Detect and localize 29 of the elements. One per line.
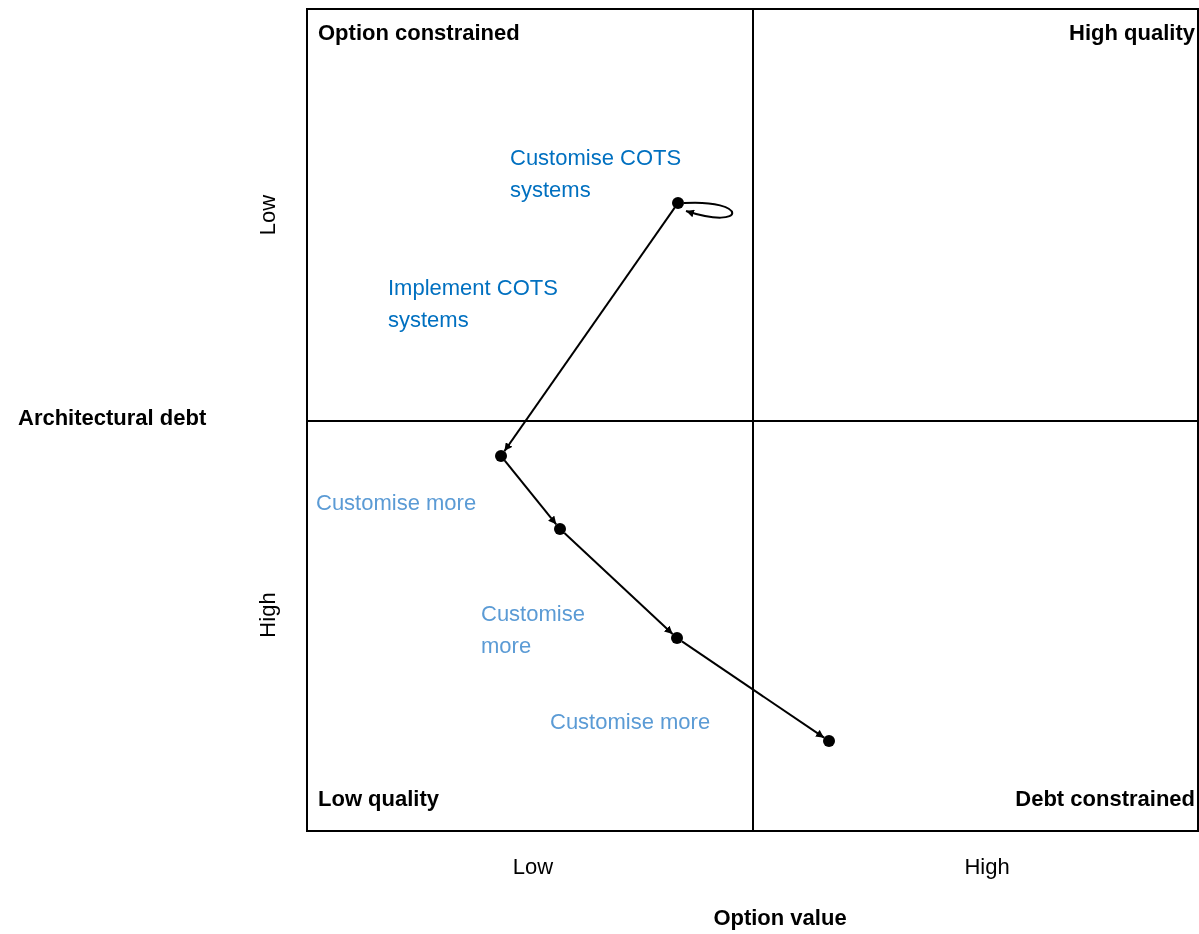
quadrant-box [752,8,1199,422]
axis-tick-label: Low [255,194,281,236]
point-marker [672,197,684,209]
axis-title: Architectural debt [18,405,207,431]
quadrant-box [306,8,754,422]
arrow [503,206,676,453]
axis-tick-label: High [964,854,1010,880]
quadrant-title: Debt constrained [1015,786,1195,812]
arrow [680,640,826,739]
edge-label: Customise more [316,489,478,517]
edge-label: Customise more [550,708,712,736]
quadrant-box [306,420,754,832]
axis-tick-label: Low [512,854,554,880]
arrow [683,201,734,219]
quadrant-title: High quality [1069,20,1195,46]
arrow [503,459,558,526]
axis-tick-label: High [255,592,281,638]
quadrant-title: Option constrained [318,20,520,46]
quadrant-box [752,420,1199,832]
axis-title: Option value [713,905,847,931]
edge-label: Customise more [481,600,586,660]
edge-label: Customise COTS systems [510,144,683,204]
quadrant-title: Low quality [318,786,439,812]
point-marker [823,735,835,747]
point-marker [554,523,566,535]
point-marker [671,632,683,644]
arrow [563,532,674,635]
edge-label: Implement COTS systems [388,274,559,334]
point-marker [495,450,507,462]
